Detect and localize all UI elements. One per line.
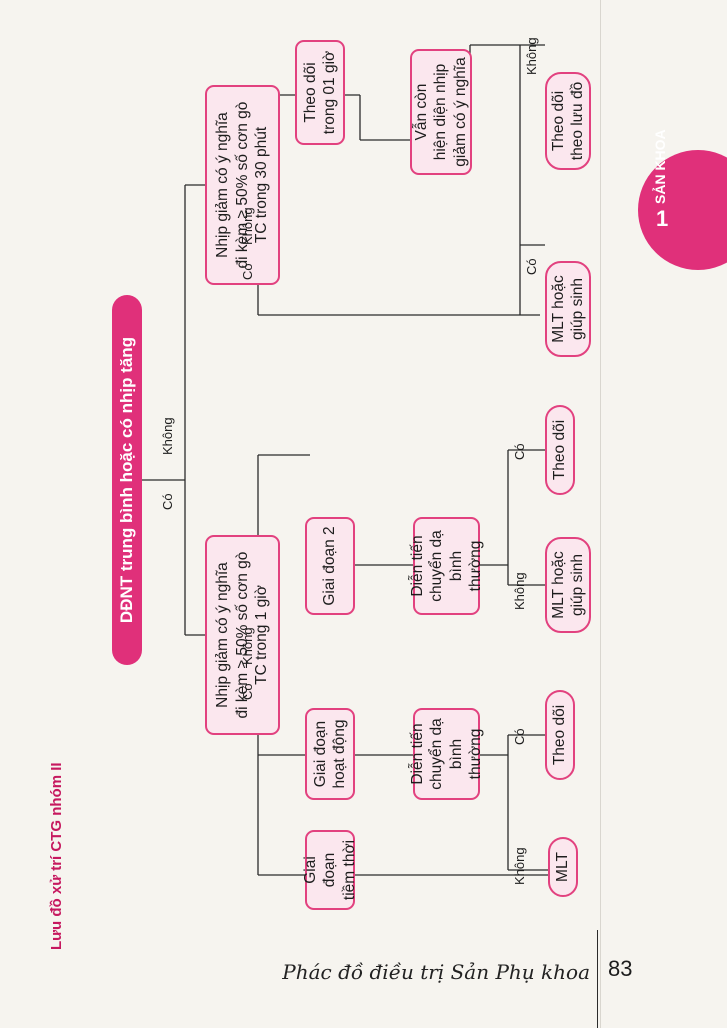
edge-label-no-persistent: Không xyxy=(524,37,539,75)
monitor-one-hour: Theo dõi trong 01 giờ xyxy=(295,40,345,145)
edge-label-yes-main: Có xyxy=(160,493,175,510)
edge-label-no-q2: Không xyxy=(240,207,255,245)
edge-label-yes-stage2: Có xyxy=(512,443,527,460)
edge-label-yes-q1: Có xyxy=(240,683,255,700)
edge-label-no-latent: Không xyxy=(512,847,527,885)
edge-label-no-q1: Không xyxy=(240,627,255,665)
page-number: 83 xyxy=(608,956,633,981)
decision-30-min: Nhịp giảm có ý nghĩa đi kèm ≥ 50% số cơn… xyxy=(205,85,280,285)
flowchart: Lưu đồ xử trí CTG nhóm II DĐNT trung bìn… xyxy=(0,15,700,955)
monitor-per-flowchart: Theo dõi theo lưu đồ xyxy=(545,72,591,170)
edge-label-no-stage2: Không xyxy=(512,572,527,610)
normal-labor-1: Diễn tiến chuyển dạ bình thường xyxy=(409,708,484,800)
section-tab-number: 1 xyxy=(656,206,669,231)
cesarean-or-assist-1: MLT hoặc giúp sinh xyxy=(545,537,591,633)
monitor-1: Theo dõi xyxy=(545,690,575,780)
edge-label-yes-persistent: Có xyxy=(524,258,539,275)
edge-label-no-main: Không xyxy=(160,417,175,455)
edge-label-yes-active: Có xyxy=(512,728,527,745)
margin-rule xyxy=(600,0,601,1028)
latent-phase: Giai đoạn tiềm thời xyxy=(302,830,358,910)
active-phase: Giai đoạn hoạt động xyxy=(305,708,355,800)
second-stage: Giai đoạn 2 xyxy=(305,517,355,615)
edge-label-yes-q2: Có xyxy=(240,263,255,280)
connector-lines xyxy=(142,44,560,876)
book-title: Phác đồ điều trị Sản Phụ khoa xyxy=(282,960,590,984)
cesarean-or-assist-2: MLT hoặc giúp sinh xyxy=(545,261,591,357)
normal-labor-2: Diễn tiến chuyển dạ bình thường xyxy=(409,517,484,615)
monitor-2: Theo dõi xyxy=(545,405,575,495)
cesarean-1: MLT xyxy=(548,837,578,897)
section-tab: SẢN KHOA 1 xyxy=(638,129,727,270)
footer-rule xyxy=(597,930,598,1028)
persistent-decels: Vẫn còn hiện diện nhịp giảm có ý nghĩa xyxy=(410,49,472,175)
